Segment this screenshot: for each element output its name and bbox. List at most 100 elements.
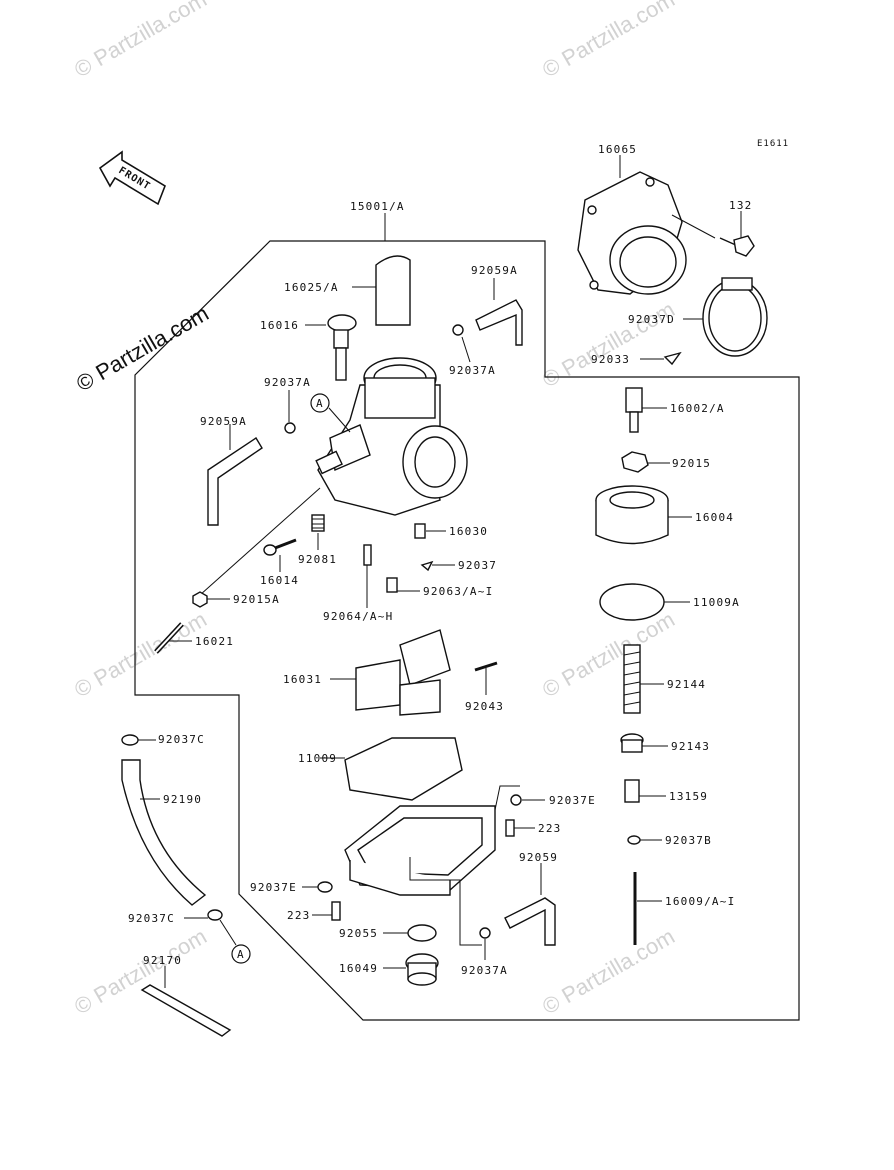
label-16002: 16002/A xyxy=(670,402,725,415)
watermark: © Partzilla.com xyxy=(538,607,679,703)
hose-92059A-left xyxy=(207,437,263,526)
screw-223-left xyxy=(331,901,341,921)
label-92033: 92033 xyxy=(591,353,630,366)
label-92055: 92055 xyxy=(339,927,378,940)
label-92015: 92015 xyxy=(672,457,711,470)
callout-ref: A xyxy=(316,397,324,410)
label-92081: 92081 xyxy=(298,553,337,566)
watermark: © Partzilla.com xyxy=(70,0,211,82)
part-16030 xyxy=(414,523,426,539)
clip-92037A-left xyxy=(284,422,296,434)
callout-a-bottom: A xyxy=(231,944,251,964)
part-92037 xyxy=(420,560,434,572)
label-92037A-top: 92037A xyxy=(449,364,496,377)
jet-92064 xyxy=(363,544,372,566)
label-92037A-bottom: 92037A xyxy=(461,964,508,977)
carburetor-body xyxy=(315,357,468,516)
clip-92033 xyxy=(663,351,682,366)
label-16021: 16021 xyxy=(195,635,234,648)
label-11009: 11009 xyxy=(298,752,337,765)
ring-92037B xyxy=(627,835,641,845)
watermark-dark: © Partzilla.com xyxy=(72,301,213,397)
clip-92037A-top xyxy=(452,324,464,336)
label-16014: 16014 xyxy=(260,574,299,587)
nut-92015 xyxy=(621,451,649,473)
screw-16014 xyxy=(263,538,297,556)
clip-92037C-top xyxy=(121,734,139,746)
intake-pipe xyxy=(577,171,687,295)
label-92037A-left: 92037A xyxy=(264,376,311,389)
spring-92081 xyxy=(311,514,325,532)
front-arrow-icon xyxy=(98,150,166,206)
label-92059A-top: 92059A xyxy=(471,264,518,277)
label-16025: 16025/A xyxy=(284,281,339,294)
clip-92037A-bottom xyxy=(479,927,491,939)
label-16009: 16009/A~I xyxy=(665,895,735,908)
label-92064: 92064/A~H xyxy=(323,610,393,623)
bolt-132 xyxy=(719,235,755,257)
watermark: © Partzilla.com xyxy=(70,607,211,703)
hose-92059 xyxy=(504,897,556,946)
throttle-slide xyxy=(375,255,411,326)
oring-92055 xyxy=(407,924,437,942)
label-92037: 92037 xyxy=(458,559,497,572)
nut-92015A xyxy=(192,591,208,608)
screw-16021 xyxy=(154,622,184,654)
label-223-left: 223 xyxy=(287,909,310,922)
label-92059A-left: 92059A xyxy=(200,415,247,428)
label-16016: 16016 xyxy=(260,319,299,332)
label-92037C-top: 92037C xyxy=(158,733,205,746)
label-92144: 92144 xyxy=(667,678,706,691)
float-16031 xyxy=(355,629,451,716)
label-92037E-right: 92037E xyxy=(549,794,596,807)
label-92063: 92063/A~I xyxy=(423,585,493,598)
label-15001: 15001/A xyxy=(350,200,405,213)
screw-223-right xyxy=(505,819,515,837)
watermark: © Partzilla.com xyxy=(70,924,211,1020)
label-11009A: 11009A xyxy=(693,596,740,609)
screw-16016 xyxy=(327,314,357,381)
label-13159: 13159 xyxy=(669,790,708,803)
holder-92143 xyxy=(620,733,644,753)
pin-92043 xyxy=(474,661,498,672)
strap-92170 xyxy=(140,984,232,1037)
label-92170: 92170 xyxy=(143,954,182,967)
part-labels: 16065 132 15001/A 16025/A 92059A 16016 9… xyxy=(128,143,752,977)
label-92059: 92059 xyxy=(519,851,558,864)
top-cap-16004 xyxy=(595,485,669,545)
front-arrow: FRONT xyxy=(98,150,166,206)
ring-11009A xyxy=(599,583,665,621)
jet-92063 xyxy=(386,577,398,593)
label-92037E-left: 92037E xyxy=(250,881,297,894)
label-16004: 16004 xyxy=(695,511,734,524)
clip-13159 xyxy=(624,779,640,803)
float-bowl xyxy=(344,805,496,896)
callout-ref: A xyxy=(237,948,245,961)
label-92037D: 92037D xyxy=(628,313,675,326)
clip-92037C-bottom xyxy=(207,909,223,921)
watermark: © Partzilla.com xyxy=(538,0,679,82)
label-92037C-bottom: 92037C xyxy=(128,912,175,925)
clip-92037E-left xyxy=(317,881,333,893)
cap-screw-16002 xyxy=(625,387,643,433)
diagram-code: E1611 xyxy=(757,139,789,149)
label-16065: 16065 xyxy=(598,143,637,156)
hose-92059A-top xyxy=(475,299,523,346)
gasket-11009 xyxy=(344,737,463,801)
label-223-right: 223 xyxy=(538,822,561,835)
label-16049: 16049 xyxy=(339,962,378,975)
hose-92190 xyxy=(121,759,207,906)
clamp-92037D xyxy=(702,277,768,357)
clip-92037E-right xyxy=(510,794,522,806)
label-92043: 92043 xyxy=(465,700,504,713)
assembly-boundary xyxy=(134,240,800,1021)
label-16031: 16031 xyxy=(283,673,322,686)
label-92190: 92190 xyxy=(163,793,202,806)
label-92143: 92143 xyxy=(671,740,710,753)
label-132: 132 xyxy=(729,199,752,212)
watermark: © Partzilla.com xyxy=(538,297,679,393)
label-92037B: 92037B xyxy=(665,834,712,847)
watermark: © Partzilla.com xyxy=(538,924,679,1020)
